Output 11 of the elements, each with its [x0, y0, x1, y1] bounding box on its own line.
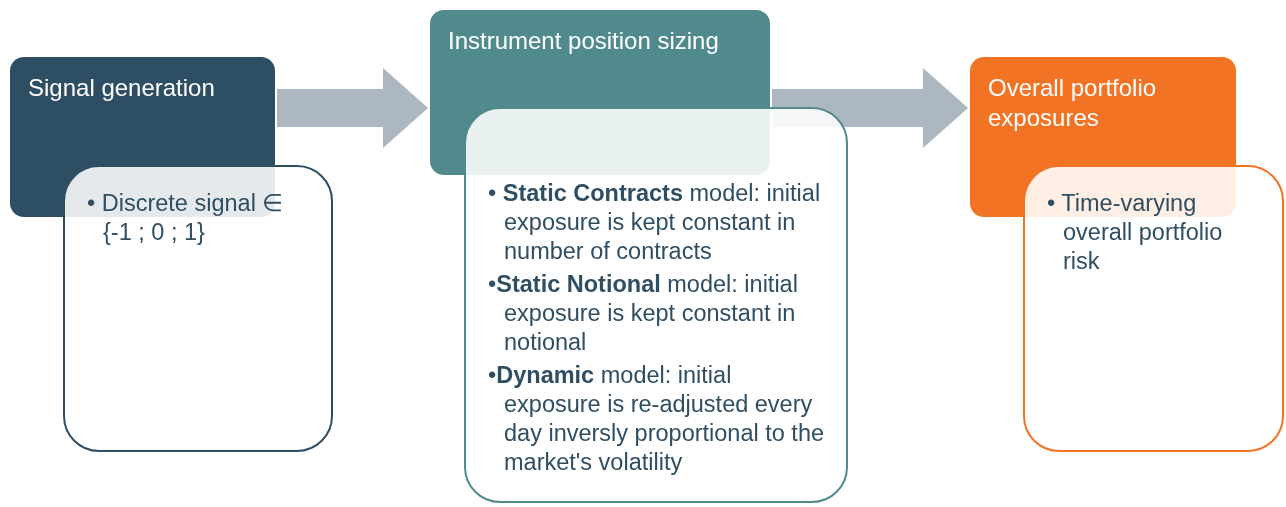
step-title: Instrument position sizing [448, 27, 719, 54]
block-arrow [772, 68, 968, 148]
content-card [1023, 165, 1284, 452]
bullet-text: •Dynamic model: initial exposure is re-adjusted every day inversly proportional to the market's volatility [488, 361, 826, 477]
block-arrow [277, 68, 428, 148]
bullet-text: • Time-varying overall portfolio risk [1047, 189, 1224, 276]
bullet-text: • Discrete signal ∈ {-1 ; 0 ; 1} [87, 189, 285, 247]
step-title: Signal generation [28, 74, 215, 101]
content-card [63, 165, 333, 452]
content-card [464, 107, 848, 503]
step-title: Overall portfolio exposures [988, 74, 1157, 131]
